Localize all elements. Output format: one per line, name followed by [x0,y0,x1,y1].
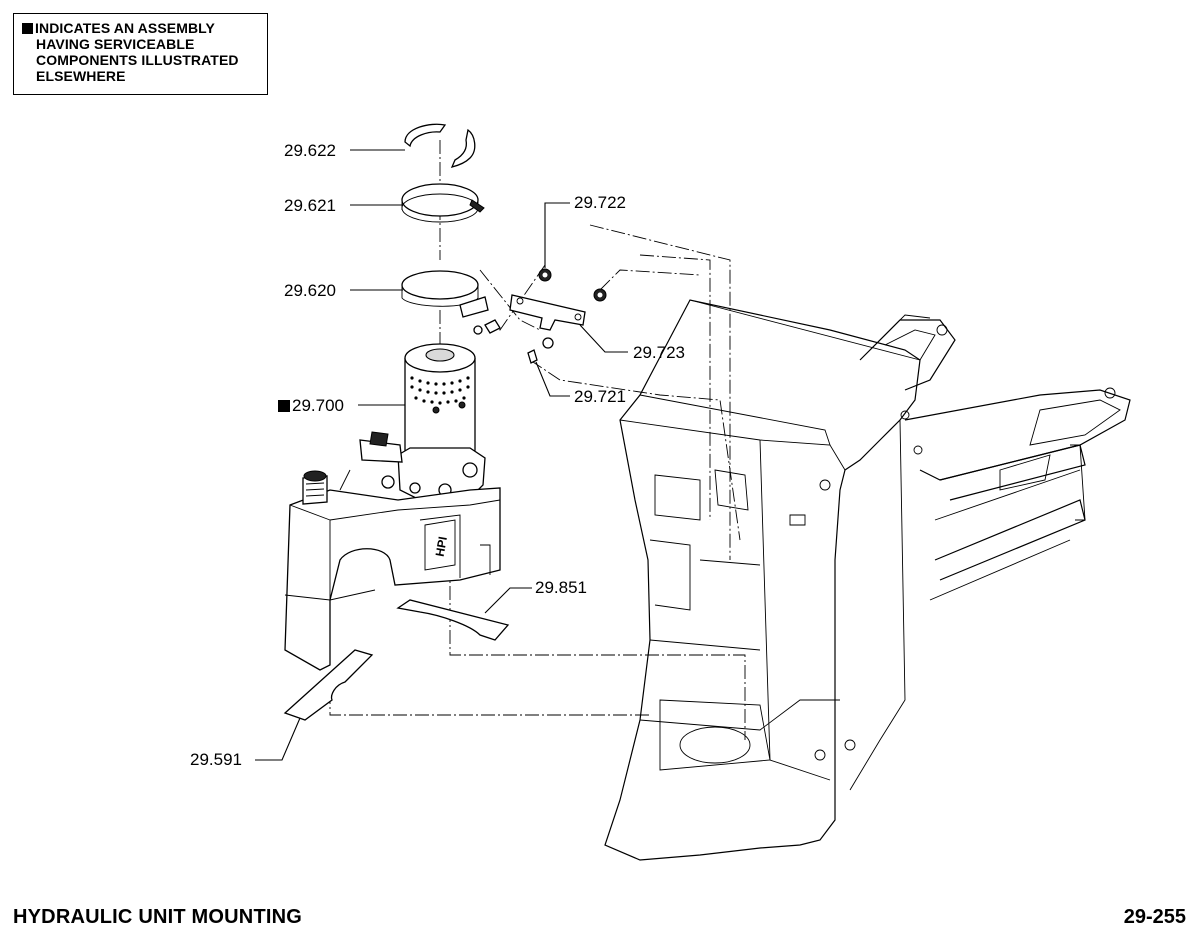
callout-29-851: 29.851 [535,578,587,597]
legend-box: INDICATES AN ASSEMBLY HAVING SERVICEABLE… [13,13,268,95]
callout-29-700-text: 29.700 [292,396,344,415]
legend-text-1: INDICATES AN ASSEMBLY [35,20,215,36]
callout-29-722: 29.722 [574,193,626,212]
legend-line-4: ELSEWHERE [36,68,126,84]
leader-lines [255,149,628,761]
callout-29-622: 29.622 [284,141,336,160]
legend-line-1: INDICATES AN ASSEMBLY [22,20,259,36]
assembly-square-icon [22,23,33,34]
callout-29-700: 29.700 [278,397,344,415]
legend-line-2: HAVING SERVICEABLE [36,36,195,52]
part-29-591-shim [283,649,374,721]
callout-29-591: 29.591 [190,750,242,769]
callout-29-721: 29.721 [574,387,626,406]
motor-pump-assembly-29-700: HPI [284,343,501,671]
callout-29-620: 29.620 [284,281,336,300]
page-number: 29-255 [1123,906,1186,928]
callout-29-621: 29.621 [284,196,336,215]
part-29-622-split-ring [404,123,476,168]
legend-line-3: COMPONENTS ILLUSTRATED [36,52,239,68]
callout-29-723: 29.723 [633,343,685,362]
assembly-square-icon [278,400,290,412]
fasteners [473,268,607,364]
page-title: HYDRAULIC UNIT MOUNTING [13,906,303,928]
part-29-851-shim [396,599,510,641]
truck-frame [604,299,1131,861]
svg-text:HPI: HPI [433,535,450,557]
part-29-621-band [401,183,485,223]
phantom-lines [329,140,746,740]
part-29-620-clamp [401,270,489,318]
